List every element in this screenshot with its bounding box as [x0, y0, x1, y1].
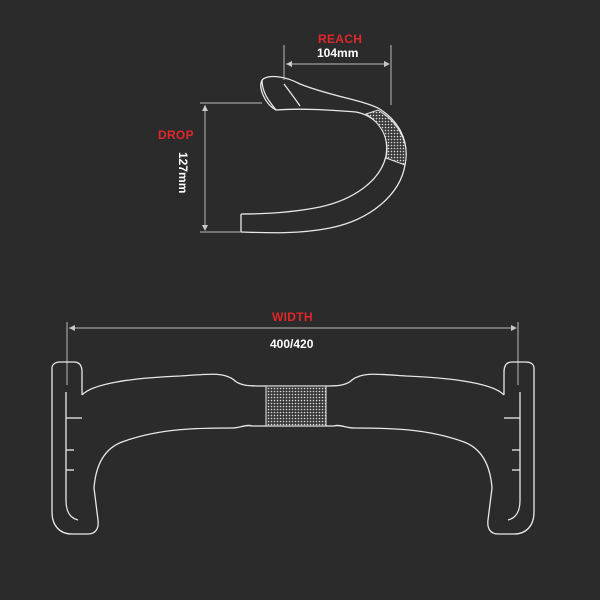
side-view-handlebar	[240, 75, 407, 234]
side-view-grip-texture	[364, 109, 407, 166]
reach-label: REACH	[318, 32, 363, 46]
drop-dimension	[200, 102, 262, 233]
reach-dimension	[283, 45, 392, 105]
front-view-stem-clamp-texture	[265, 385, 327, 427]
drop-label: DROP	[158, 128, 194, 142]
drop-value: 127mm	[176, 152, 190, 194]
width-value: 400/420	[270, 337, 314, 351]
width-dimension	[66, 322, 519, 385]
width-label: WIDTH	[272, 310, 313, 324]
reach-value: 104mm	[317, 46, 359, 60]
